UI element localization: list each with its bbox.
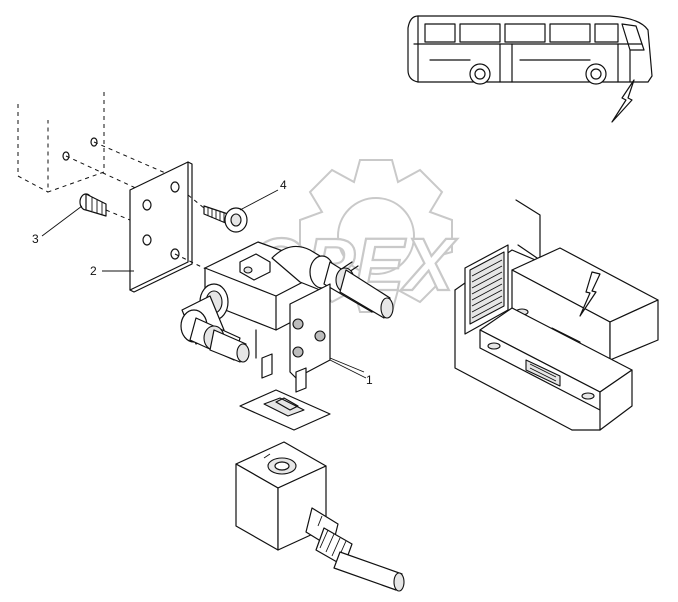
callout-label-2: 2 (90, 264, 97, 278)
mounting-plate (129, 161, 213, 293)
callout-3: 3 (32, 205, 83, 246)
valve-assembly (180, 241, 394, 393)
bolt (79, 193, 131, 221)
callout-label-4: 4 (280, 178, 287, 192)
wall-bracket (17, 92, 171, 193)
connector-plug (235, 441, 405, 592)
callout-4: 4 (239, 178, 287, 211)
callout-label-3: 3 (32, 232, 39, 246)
callout-1: 1 (329, 359, 373, 387)
bus-thumbnail (407, 15, 653, 123)
connector-gasket (239, 389, 331, 431)
callout-2: 2 (90, 264, 134, 278)
callout-label-1: 1 (366, 373, 373, 387)
step-detail-view (454, 199, 659, 431)
screw-with-washer (187, 194, 248, 233)
